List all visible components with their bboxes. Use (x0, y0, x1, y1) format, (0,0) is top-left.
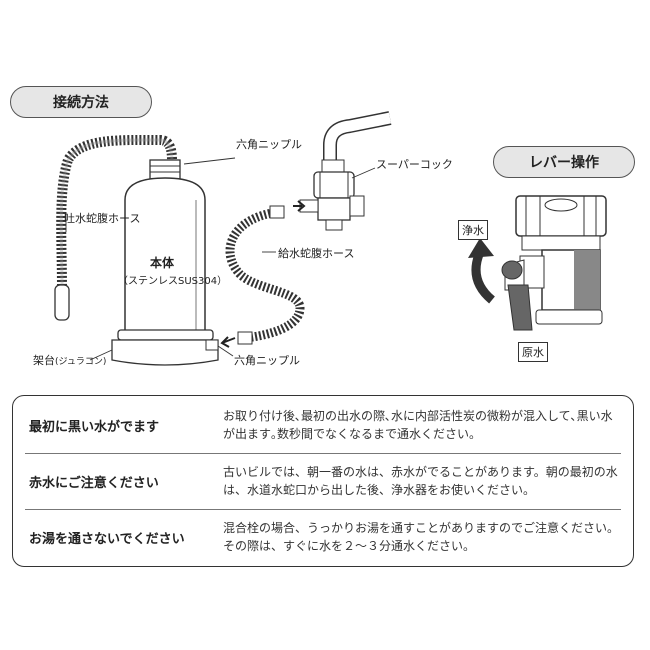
body-label: 本体 (150, 256, 175, 270)
stand-material: (ジュラコン) (55, 357, 107, 367)
lever-operation-title: レバー操作 (529, 155, 599, 171)
caution-notes: 最初に黒い水がでます お取り付け後､最初の出水の際､水に内部活性炭の微粉が混入し… (12, 395, 634, 567)
hex-nipple-top-label: 六角ニップル (236, 138, 302, 151)
note-body: 混合栓の場合、うっかりお湯を通すことがありますのでご注意ください。その際は、すぐ… (223, 521, 620, 553)
supply-hose (220, 205, 305, 348)
filter-body (111, 159, 219, 366)
note-body: お取り付け後､最初の出水の際､水に内部活性炭の微粉が混入して､黒い水が出ます｡数… (223, 409, 613, 441)
lever-valve (468, 195, 607, 331)
faucet-super-cock (293, 111, 392, 231)
stand-label: 架台(ジュラコン) (33, 352, 106, 368)
lever-operation-header: レバー操作 (493, 146, 635, 178)
note-row-hot-water: お湯を通さないでください 混合栓の場合、うっかりお湯を通すことがありますのでご注… (13, 512, 633, 562)
hex-nipple-bottom-label: 六角ニップル (234, 354, 300, 367)
purified-water-label: 浄水 (458, 220, 488, 240)
note-divider (25, 509, 621, 510)
note-row-red-water: 赤水にご注意ください 古いビルでは、朝一番の水は、赤水がでることがあります。朝の… (13, 456, 633, 506)
stand-name: 架台 (33, 354, 55, 367)
body-material-label: （ステンレスSUS304） (118, 276, 228, 287)
supply-hose-label: 給水蛇腹ホース (278, 247, 355, 260)
outlet-hose (54, 134, 177, 321)
note-heading: 赤水にご注意ください (29, 475, 159, 491)
outlet-hose-label: 吐水蛇腹ホース (64, 212, 141, 225)
note-heading: 最初に黒い水がでます (29, 419, 160, 435)
note-heading: お湯を通さないでください (29, 531, 185, 547)
leader-lines (65, 157, 376, 361)
note-body: 古いビルでは、朝一番の水は、赤水がでることがあります。朝の最初の水は、水道水蛇口… (223, 465, 618, 497)
super-cock-label: スーパーコック (376, 158, 453, 171)
raw-water-label: 原水 (518, 342, 548, 362)
note-divider (25, 453, 621, 454)
connection-method-header: 接続方法 (10, 86, 152, 118)
connection-method-title: 接続方法 (53, 95, 109, 111)
note-row-black-water: 最初に黒い水がでます お取り付け後､最初の出水の際､水に内部活性炭の微粉が混入し… (13, 400, 633, 450)
